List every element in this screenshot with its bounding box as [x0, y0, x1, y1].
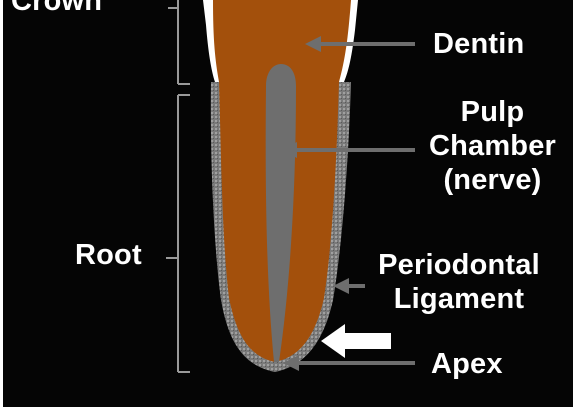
tooth-illustration — [3, 0, 573, 407]
periodontal-label-line-1: Periodontal — [359, 248, 559, 282]
crown-label: Crown — [11, 0, 102, 18]
left-arrow-icon — [321, 324, 391, 358]
periodontal-ligament-label: Periodontal Ligament — [359, 248, 559, 316]
root-label: Root — [75, 238, 142, 272]
pulp-label-line-2: Chamber — [415, 129, 570, 163]
diagram-panel: Crown Root Dentin Pulp Chamber (nerve) P… — [3, 0, 573, 407]
crown-bracket — [168, 0, 190, 84]
pulp-label-line-3: (nerve) — [415, 163, 570, 197]
periodontal-label-line-2: Ligament — [359, 282, 559, 316]
pulp-label-line-1: Pulp — [415, 95, 570, 129]
apex-label: Apex — [431, 347, 503, 381]
pulp-chamber-label: Pulp Chamber (nerve) — [415, 95, 570, 197]
dentin-label: Dentin — [433, 27, 524, 61]
root-bracket — [166, 95, 190, 372]
